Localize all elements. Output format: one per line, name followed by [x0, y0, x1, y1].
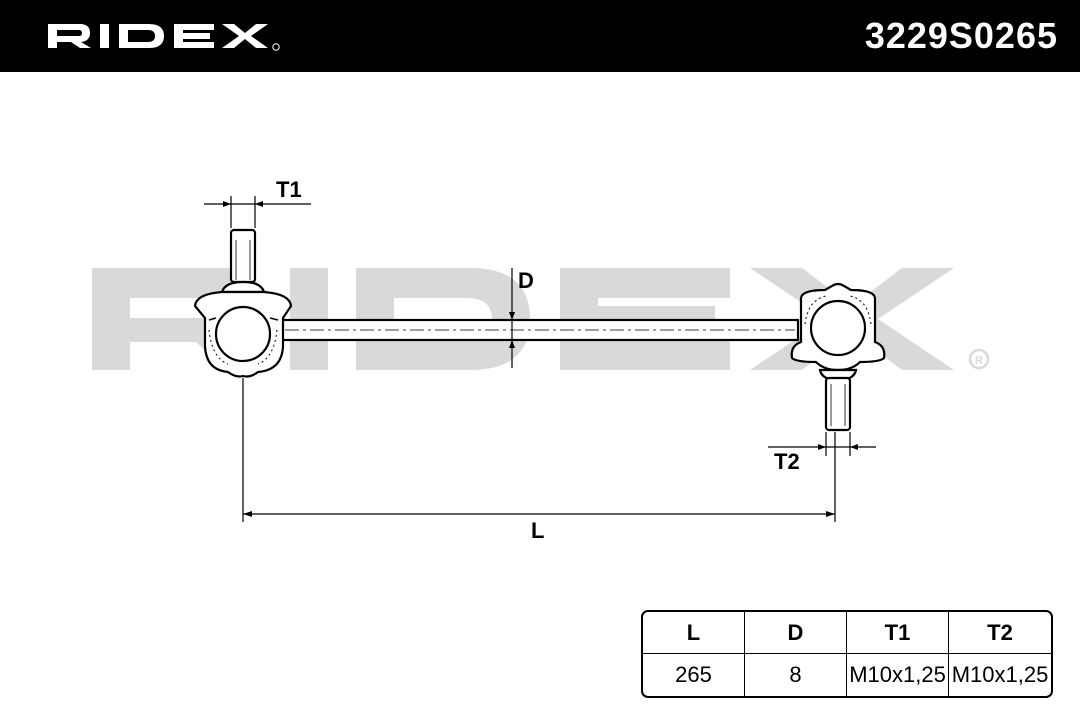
- spec-header-d: D: [745, 612, 847, 654]
- left-ball-joint: [193, 228, 293, 378]
- dimension-d: [509, 268, 515, 368]
- spec-value-t1: M10x1,25: [847, 654, 949, 696]
- part-number: 3229S0265: [864, 15, 1058, 56]
- label-t2: T2: [774, 449, 800, 474]
- spec-header-l: L: [643, 612, 745, 654]
- dimension-l: [242, 378, 836, 522]
- right-ball-joint: [790, 282, 886, 432]
- spec-value-d: 8: [745, 654, 847, 696]
- label-t1: T1: [276, 177, 302, 202]
- svg-text:R: R: [975, 355, 983, 367]
- spec-value-t2: M10x1,25: [951, 662, 1049, 687]
- spec-header-t1: T1: [847, 612, 949, 654]
- spec-header-t2: T2: [949, 612, 1051, 654]
- technical-drawing: R: [92, 196, 990, 522]
- header-bar: 3229S0265: [0, 0, 1080, 72]
- label-l: L: [531, 518, 545, 543]
- ridex-logo-icon: [48, 24, 280, 51]
- dimension-t2: [768, 432, 876, 456]
- spec-table: L D T1 T2 265 8 M10x1,25 M10x1,25: [641, 610, 1053, 698]
- spec-value-l: 265: [643, 654, 745, 696]
- dimension-t1: [204, 196, 311, 228]
- label-d: D: [518, 268, 534, 293]
